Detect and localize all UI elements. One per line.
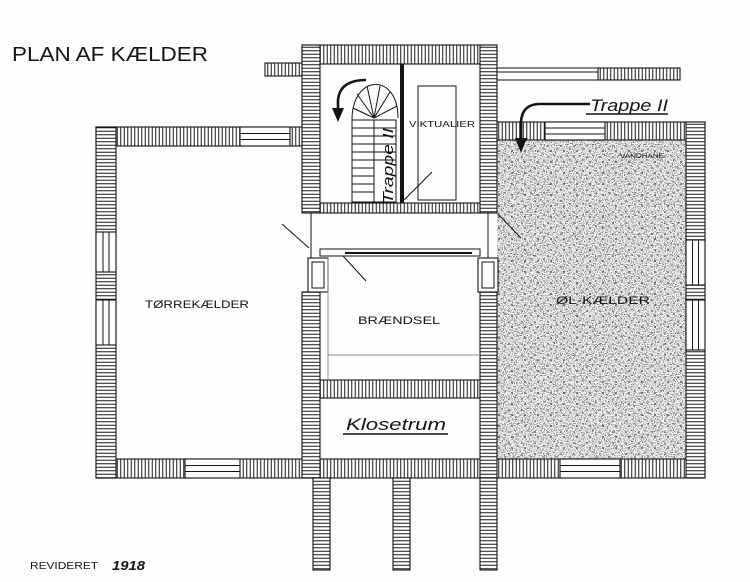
window <box>685 239 706 286</box>
room-label-viktualier: VIKTUALIER <box>409 120 475 129</box>
wall-north-central <box>301 44 498 65</box>
leader-line <box>281 223 310 249</box>
staircase <box>351 84 399 203</box>
wall-central-east-lower <box>479 291 498 479</box>
revision-year: 1918 <box>112 558 146 573</box>
olkaelder-floor-stipple <box>497 140 686 459</box>
stair-label-inner: Trappe II <box>380 128 397 204</box>
room-label-braendsel: BRÆNDSEL <box>358 315 440 327</box>
room-label-olkaelder: ØL-KÆLDER <box>556 295 650 307</box>
ledge-east <box>496 67 681 81</box>
wall-central-east-upper <box>479 44 498 214</box>
pillar-west <box>307 257 329 293</box>
stair-entry-arrow <box>515 102 590 153</box>
window <box>685 299 706 351</box>
revision-label: REVIDERET <box>30 561 98 572</box>
foundation-pier <box>479 477 498 571</box>
pillar-east <box>477 257 499 293</box>
wall-corridor-north <box>319 202 481 214</box>
door-swing-line <box>342 255 367 282</box>
foundation-pier <box>312 477 331 571</box>
room-label-klosetrum: Klosetrum <box>346 415 446 434</box>
corridor-partition <box>319 248 481 257</box>
drawing-title: PLAN AF KÆLDER <box>12 44 208 66</box>
window <box>184 458 241 479</box>
window <box>544 121 606 141</box>
water-tap-label: VANDHANE <box>620 154 664 160</box>
window <box>559 458 621 479</box>
wall-braendsel-south <box>319 379 481 399</box>
pantry-shelving <box>403 85 457 201</box>
window <box>95 299 117 346</box>
wall-central-west-upper <box>301 44 321 214</box>
room-label-torrekaelder: TØRREKÆLDER <box>145 299 249 311</box>
window <box>95 231 117 273</box>
stair-label-outer: Trappe II <box>590 96 668 115</box>
stair-direction-arrow <box>332 78 367 122</box>
leader-line <box>497 213 522 239</box>
stair-pantry-partition <box>400 64 404 203</box>
exterior-steps <box>597 67 681 81</box>
foundation-pier <box>392 477 411 571</box>
wall-central-west-lower <box>301 291 321 479</box>
ledge-west <box>264 62 303 77</box>
window <box>239 126 291 147</box>
